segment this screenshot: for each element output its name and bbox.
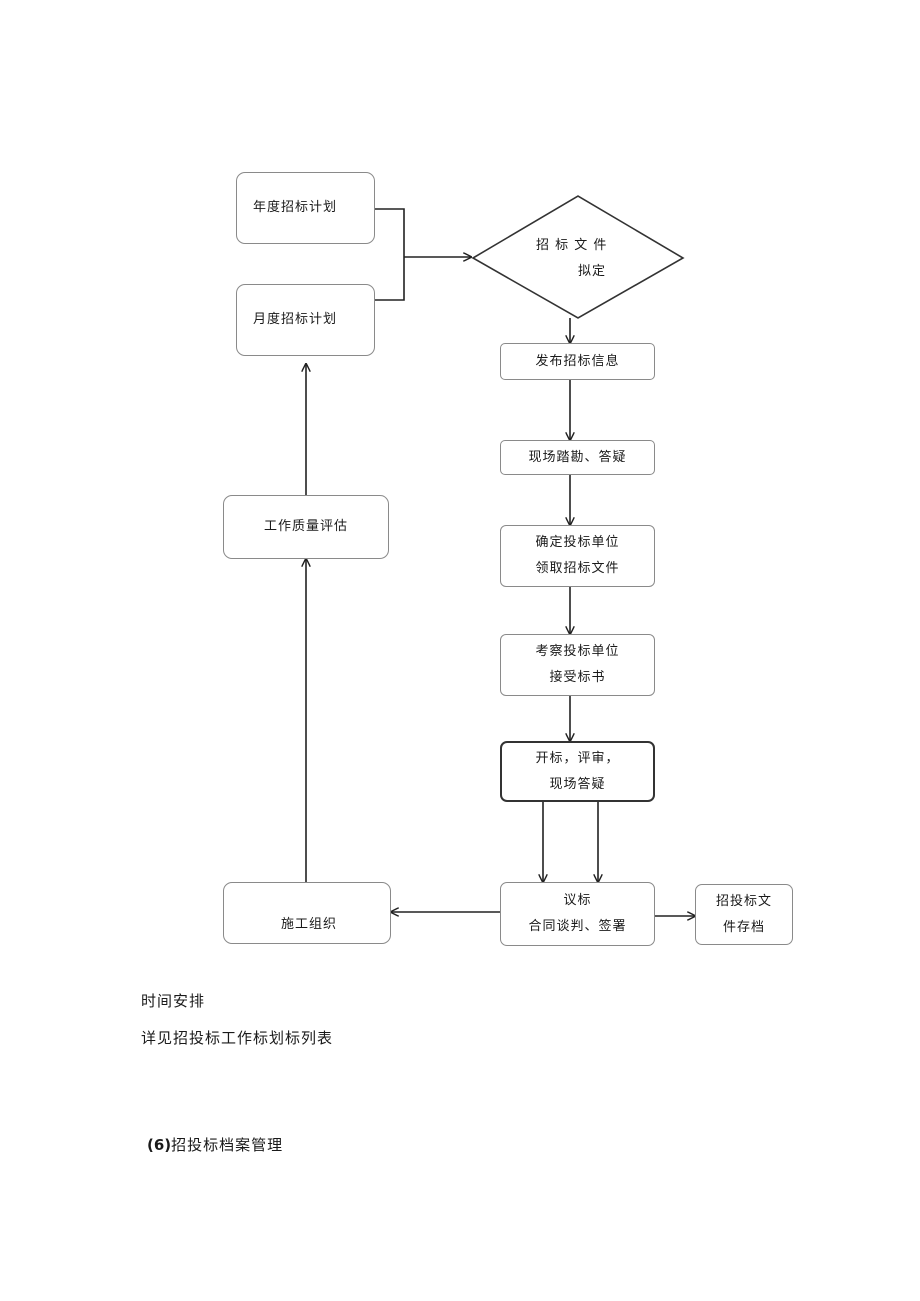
section-title: 招投标档案管理 [171,1136,284,1154]
node-negotiate-contract: 议标 合同谈判、签署 [500,882,655,946]
node-archive-documents-line2: 件存档 [722,919,765,935]
node-confirm-bidders-line2: 领取招标文件 [535,561,620,576]
time-schedule-heading: 时间安排 [141,992,206,1010]
node-confirm-bidders: 确定投标单位 领取招标文件 [500,525,655,587]
node-inspect-bidders-line2: 接受标书 [549,670,606,685]
node-quality-evaluation-label: 工作质量评估 [263,519,348,534]
section-number: (6) [147,1136,172,1154]
node-publish-info-label: 发布招标信息 [535,353,620,369]
node-bid-opening-line2: 现场答疑 [549,776,606,792]
diamond-label-line2: 拟定 [578,264,607,279]
diamond-draft-documents [471,195,685,319]
node-inspect-bidders-line1: 考察投标单位 [535,644,620,659]
node-archive-documents-line1: 招投标文 [715,893,772,909]
node-annual-plan: 年度招标计划 [236,172,375,244]
node-confirm-bidders-line1: 确定投标单位 [535,535,620,550]
node-archive-documents: 招投标文 件存档 [695,884,793,945]
node-annual-plan-label: 年度招标计划 [253,200,338,215]
node-monthly-plan: 月度招标计划 [236,284,375,356]
node-publish-info: 发布招标信息 [500,343,655,380]
node-site-survey-label: 现场踏勘、答疑 [528,449,627,465]
node-bid-opening-line1: 开标，评审， [535,750,620,766]
node-quality-evaluation: 工作质量评估 [223,495,389,559]
node-inspect-bidders: 考察投标单位 接受标书 [500,634,655,696]
see-table-text: 详见招投标工作标划标列表 [141,1029,334,1047]
node-monthly-plan-label: 月度招标计划 [253,312,338,327]
node-site-survey: 现场踏勘、答疑 [500,440,655,475]
node-construction: 施工组织 [223,882,391,944]
connector-annual-bracket [375,208,405,301]
node-negotiate-contract-line2: 合同谈判、签署 [528,919,627,934]
node-construction-label: 施工组织 [281,917,338,932]
section-heading: (6)招投标档案管理 [147,1134,283,1155]
node-bid-opening: 开标，评审， 现场答疑 [500,741,655,802]
diamond-label-line1: 招 标 文 件 [536,238,608,253]
node-negotiate-contract-line1: 议标 [563,893,592,908]
